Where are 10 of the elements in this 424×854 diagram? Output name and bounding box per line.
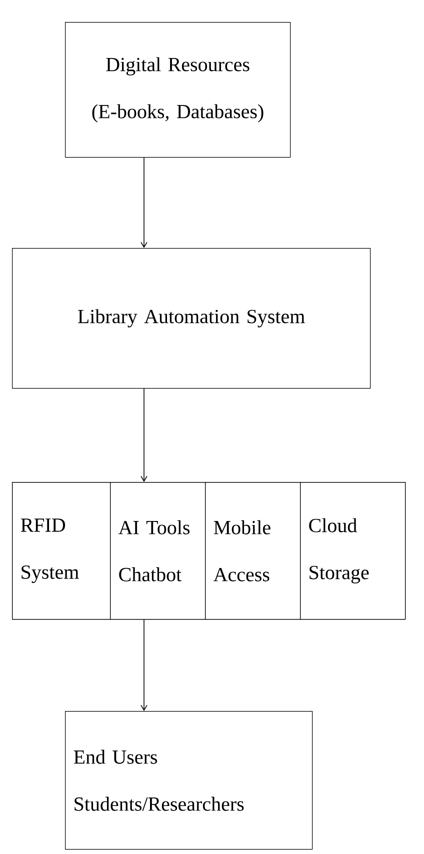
service-cell: RFID System (12, 482, 111, 620)
service-cell: Cloud Storage (300, 482, 406, 620)
resource-box: Digital Resources (E-books, Databases) (65, 22, 291, 158)
system-box: Library Automation System (12, 248, 371, 389)
arrow (140, 388, 148, 482)
service-cell: Mobile Access (205, 482, 301, 620)
arrow (140, 157, 148, 248)
users-box: End Users Students/Researchers (65, 711, 313, 850)
service-cell: AI Tools Chatbot (110, 482, 206, 620)
arrow (140, 619, 148, 711)
